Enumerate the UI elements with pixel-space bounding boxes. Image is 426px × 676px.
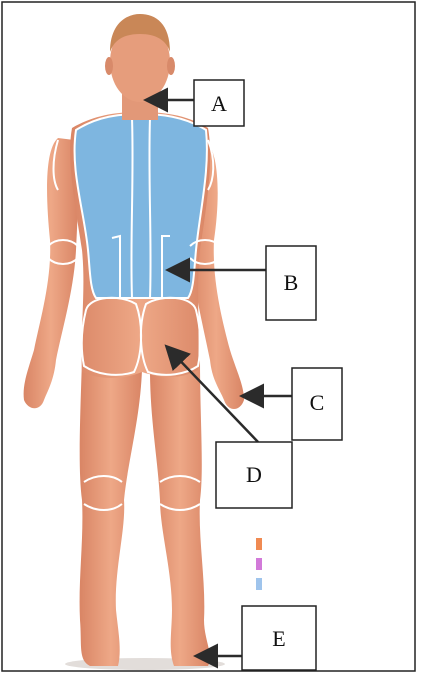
swatch-orange xyxy=(256,538,262,550)
legs xyxy=(80,360,210,666)
right-ear xyxy=(167,57,175,75)
label-box-e: E xyxy=(242,606,316,670)
spine-line-right xyxy=(149,118,150,298)
swatch-pink xyxy=(256,558,262,570)
label-box-c: C xyxy=(292,368,342,440)
label-box-d: D xyxy=(216,442,292,508)
label-box-b: B xyxy=(266,246,316,320)
label-c: C xyxy=(310,390,325,415)
spine-line-left xyxy=(131,118,132,298)
label-box-a: A xyxy=(194,80,244,126)
label-e: E xyxy=(272,626,285,651)
label-d: D xyxy=(246,462,262,487)
label-b: B xyxy=(284,270,299,295)
left-ear xyxy=(105,57,113,75)
swatch-blue xyxy=(256,578,262,590)
label-a: A xyxy=(211,91,227,116)
